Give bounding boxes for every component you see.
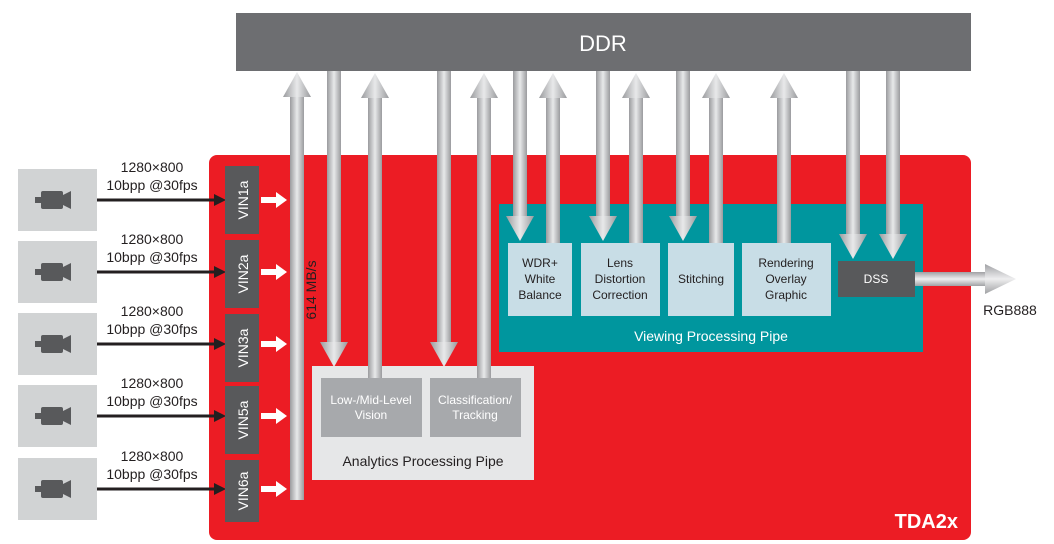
- classification-tracking-block: [430, 378, 521, 437]
- video-camera-icon: [35, 335, 71, 353]
- output-arrow: [915, 264, 1016, 294]
- svg-text:Distortion: Distortion: [595, 272, 646, 286]
- analytics-up-arrow-1: [361, 73, 389, 378]
- svg-text:WDR+: WDR+: [522, 256, 558, 270]
- stitching-block: [668, 243, 734, 316]
- vin-port: [225, 314, 259, 382]
- vin-port: [225, 166, 259, 234]
- analytics-pipe-title: Analytics Processing Pipe: [342, 453, 503, 469]
- camera-4: [18, 385, 97, 447]
- camera-labels: 1280×800 10bpp @30fps 1280×800 10bpp @30…: [106, 159, 197, 482]
- chip-name: TDA2x: [895, 511, 958, 533]
- svg-text:Tracking: Tracking: [452, 408, 498, 422]
- svg-text:Low-/Mid-Level: Low-/Mid-Level: [330, 393, 411, 407]
- svg-text:DSS: DSS: [864, 272, 889, 286]
- vin-port-label: VIN3a: [235, 328, 251, 367]
- wdr-down-arrow: [506, 71, 534, 241]
- analytics-down-arrow-1: [320, 71, 348, 367]
- lens-distortion-correction-block: [581, 243, 660, 316]
- vin-port-label: VIN2a: [235, 254, 251, 293]
- dss-down-arrow-2: [879, 71, 907, 259]
- svg-text:Overlay: Overlay: [765, 272, 806, 286]
- dss-down-arrow-1: [839, 71, 867, 259]
- svg-text:Stitching: Stitching: [678, 272, 724, 286]
- video-camera-icon: [35, 407, 71, 425]
- memory-arrows: [283, 71, 907, 500]
- vin-port-label: VIN5a: [235, 400, 251, 439]
- vin-port: [225, 386, 259, 454]
- svg-text:Lens: Lens: [607, 256, 633, 270]
- vin-port: [225, 240, 259, 308]
- wdr-up-arrow: [539, 73, 567, 243]
- vin-ports: VIN1a VIN2a VIN3a VIN5a VIN6a: [225, 166, 259, 522]
- camera-resolution: 1280×800: [121, 159, 184, 175]
- output-label: RGB888: [983, 302, 1037, 318]
- stitching-up-arrow: [702, 73, 730, 243]
- camera-format: 10bpp @30fps: [106, 249, 197, 265]
- svg-text:Rendering: Rendering: [758, 256, 813, 270]
- svg-text:White: White: [525, 272, 556, 286]
- video-camera-icon: [35, 191, 71, 209]
- vin-port: [225, 460, 259, 522]
- svg-text:Graphic: Graphic: [765, 288, 807, 302]
- camera-2: [18, 241, 97, 303]
- stitching-down-arrow: [669, 71, 697, 241]
- lens-down-arrow: [589, 71, 617, 241]
- analytics-down-arrow-2: [430, 71, 458, 367]
- low-mid-level-vision-block: [321, 378, 422, 437]
- bandwidth-label: 614 MB/s: [303, 260, 319, 319]
- analytics-up-arrow-2: [470, 73, 498, 378]
- camera-format: 10bpp @30fps: [106, 321, 197, 337]
- camera-3: [18, 313, 97, 375]
- camera-resolution: 1280×800: [121, 448, 184, 464]
- ddr-block: DDR: [236, 13, 971, 71]
- bus-up-arrow: [283, 72, 311, 500]
- wdr-white-balance-block: [508, 243, 572, 316]
- vin-to-bus-arrows: [261, 192, 287, 497]
- svg-text:Vision: Vision: [355, 408, 387, 422]
- camera-format: 10bpp @30fps: [106, 177, 197, 193]
- camera-format: 10bpp @30fps: [106, 393, 197, 409]
- analytics-pipe: Low-/Mid-Level Vision Classification/ Tr…: [312, 366, 534, 480]
- ddr-label: DDR: [579, 31, 627, 56]
- video-camera-icon: [35, 480, 71, 498]
- rendering-overlay-graphic-block: [742, 243, 831, 316]
- video-camera-icon: [35, 263, 71, 281]
- rendering-up-arrow: [770, 73, 798, 243]
- viewing-pipe-title: Viewing Processing Pipe: [634, 328, 788, 344]
- svg-text:Correction: Correction: [592, 288, 647, 302]
- lens-up-arrow: [622, 73, 650, 243]
- svg-text:Balance: Balance: [518, 288, 562, 302]
- camera-link-arrows: [97, 194, 226, 495]
- camera-resolution: 1280×800: [121, 303, 184, 319]
- camera-5: [18, 458, 97, 520]
- vin-port-label: VIN1a: [235, 180, 251, 219]
- vin-port-label: VIN6a: [235, 471, 251, 510]
- camera-1: [18, 169, 97, 231]
- camera-format: 10bpp @30fps: [106, 466, 197, 482]
- camera-resolution: 1280×800: [121, 231, 184, 247]
- camera-resolution: 1280×800: [121, 375, 184, 391]
- dss-block: [838, 261, 915, 297]
- svg-text:Classification/: Classification/: [438, 393, 513, 407]
